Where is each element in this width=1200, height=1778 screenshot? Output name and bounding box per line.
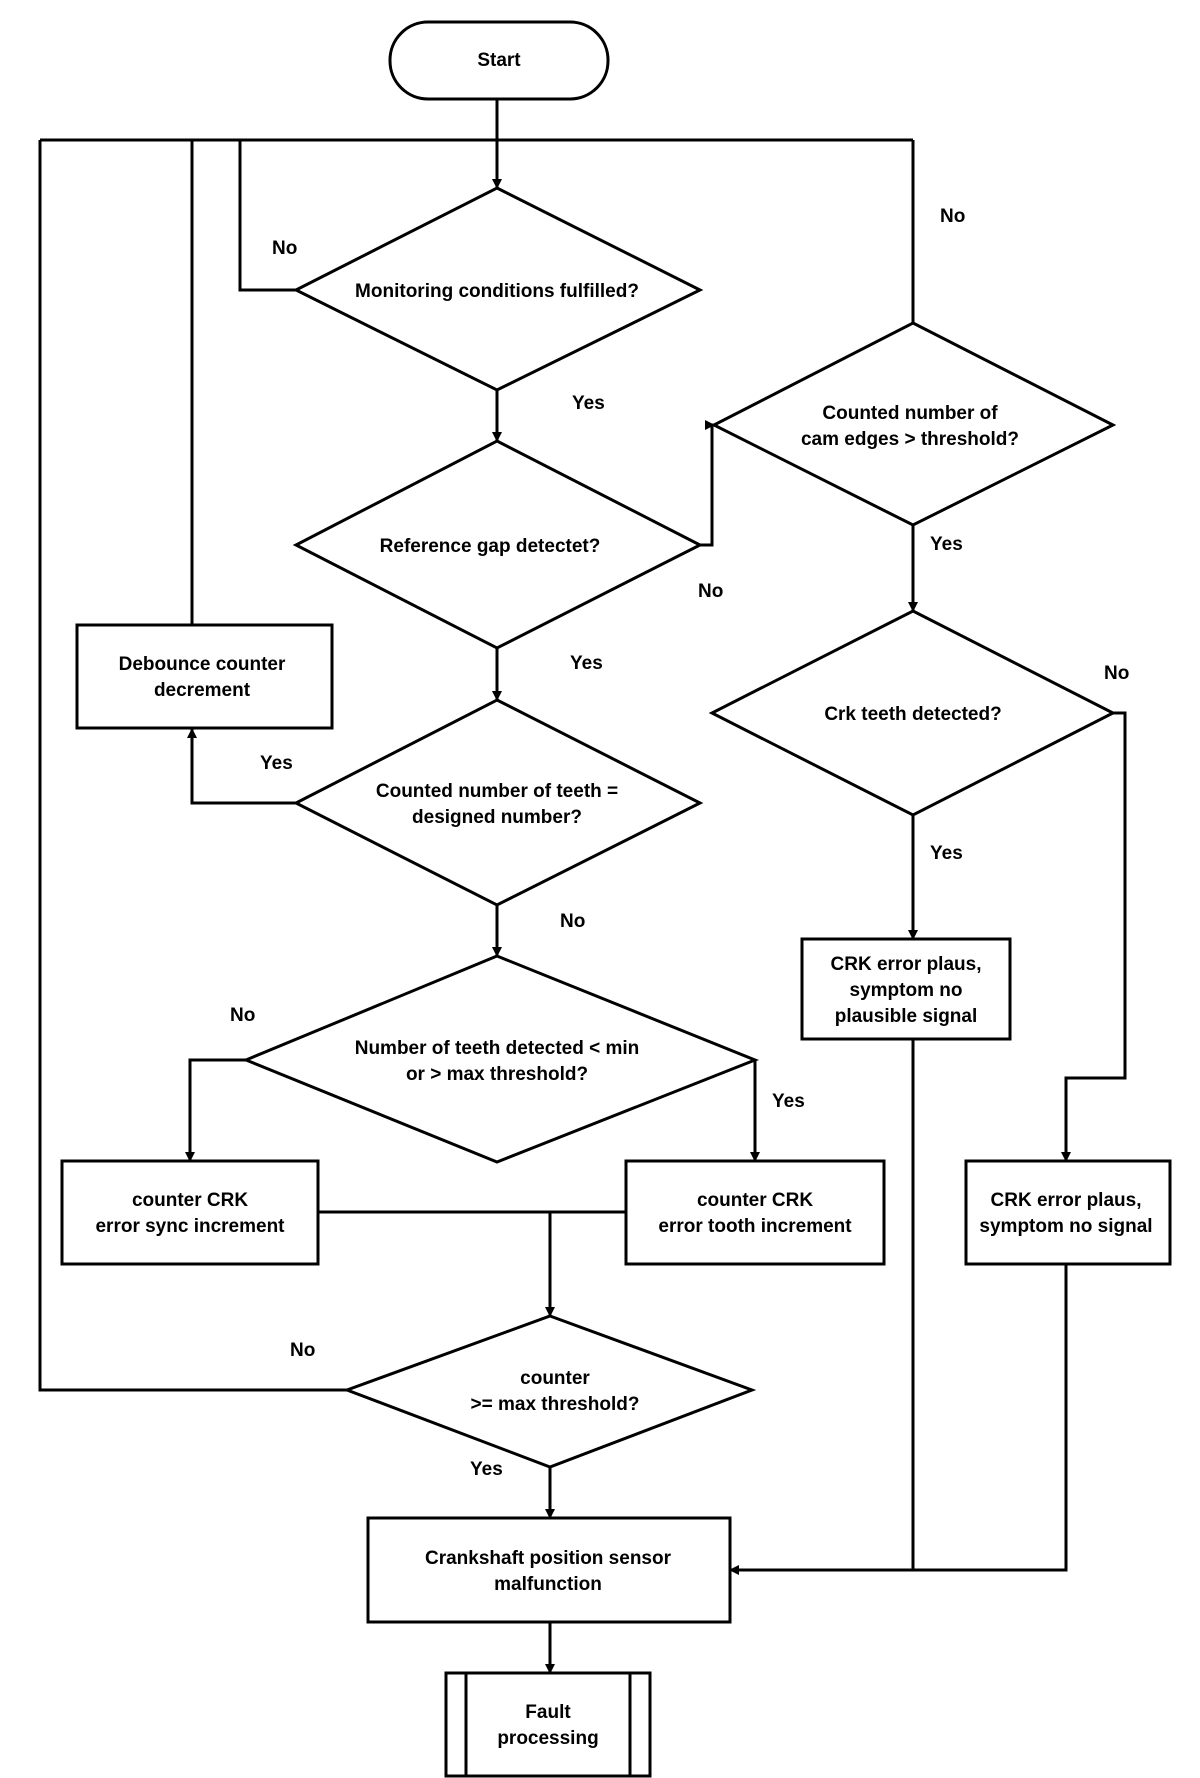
start-label: Start — [477, 50, 521, 71]
crk-no-plausible-box-text: CRK error plaus, symptom no plausible sign… — [831, 954, 982, 1027]
label-range-yes: Yes — [772, 1091, 805, 1112]
teeth-range-decision-text: Number of teeth detected < min or > max t… — [355, 1038, 640, 1085]
edge-signal-malfunction — [729, 1264, 1068, 1575]
debounce-box-text: Debounce counter decrement — [119, 654, 286, 701]
counter-tooth-box-text-line: counter CRK — [697, 1190, 813, 1211]
reference-gap-decision-text: Reference gap detectet? — [380, 536, 601, 557]
crk-no-signal-box-text-line: CRK error plaus, — [991, 1190, 1142, 1211]
counter-tooth-box-text-line: error tooth increment — [658, 1216, 852, 1237]
label-gap-no: No — [698, 581, 723, 602]
edge-monitoring-no — [238, 140, 296, 292]
label-crk-yes: Yes — [930, 843, 963, 864]
malfunction-box-text-line: Crankshaft position sensor — [425, 1548, 672, 1569]
counter-max-decision-text-line: counter — [520, 1368, 590, 1389]
crk-no-plausible-box-text-line: symptom no — [850, 980, 963, 1001]
debounce-box — [75, 623, 334, 730]
label-max-yes: Yes — [470, 1459, 503, 1480]
edge-teeth-eq-yes — [187, 728, 296, 805]
label-gap-yes: Yes — [570, 653, 603, 674]
teeth-range-decision — [242, 954, 760, 1164]
label-monitoring-yes: Yes — [572, 393, 605, 414]
counted-teeth-decision-text-line: designed number? — [412, 807, 582, 828]
monitoring-decision-text-line: Monitoring conditions fulfilled? — [355, 281, 639, 302]
fault-processing-box — [444, 1671, 652, 1778]
edge-max-no — [38, 140, 347, 1392]
label-teeth-eq-yes: Yes — [260, 753, 293, 774]
label-cam-yes: Yes — [930, 534, 963, 555]
debounce-box-text-line: Debounce counter — [119, 654, 286, 675]
crk-teeth-decision-text-line: Crk teeth detected? — [824, 704, 1001, 725]
crk-no-plausible-box-text-line: CRK error plaus, — [831, 954, 982, 975]
teeth-range-decision-text-line: Number of teeth detected < min — [355, 1038, 640, 1059]
crk-no-plausible-box — [800, 937, 1012, 1041]
reference-gap-decision — [292, 439, 704, 650]
teeth-range-decision-text-line: or > max threshold? — [406, 1064, 588, 1085]
crk-no-signal-box-text-line: symptom no signal — [979, 1216, 1152, 1237]
counter-tooth-box — [624, 1159, 886, 1266]
fault-processing-box-text-line: Fault — [525, 1702, 571, 1723]
counter-tooth-box-text: counter CRK error tooth increment — [658, 1190, 852, 1237]
connectors — [38, 99, 1127, 1674]
start-terminator — [388, 20, 610, 101]
crk-teeth-decision-text: Crk teeth detected? — [824, 704, 1001, 725]
monitoring-decision — [292, 186, 704, 392]
reference-gap-decision-text-line: Reference gap detectet? — [380, 536, 601, 557]
crk-no-signal-box — [964, 1159, 1172, 1266]
counter-sync-box-text: counter CRK error sync increment — [95, 1190, 285, 1237]
monitoring-decision-text: Monitoring conditions fulfilled? — [355, 281, 639, 302]
counted-teeth-decision — [292, 698, 704, 907]
label-max-no: No — [290, 1340, 315, 1361]
debounce-box-text-line: decrement — [154, 680, 251, 701]
counter-sync-box-text-line: error sync increment — [95, 1216, 285, 1237]
label-teeth-eq-no: No — [560, 911, 585, 932]
counter-sync-box-text-line: counter CRK — [132, 1190, 248, 1211]
crk-no-plausible-box-text-line: plausible signal — [835, 1006, 978, 1027]
counter-max-decision — [342, 1314, 757, 1469]
counter-sync-box — [60, 1159, 320, 1266]
label-range-no: No — [230, 1005, 255, 1026]
edge-range-no — [185, 1058, 246, 1162]
malfunction-box-text: Crankshaft position sensor malfunction — [425, 1548, 672, 1595]
label-crk-no: No — [1104, 663, 1129, 684]
counted-teeth-decision-text: Counted number of teeth = designed number… — [376, 781, 618, 828]
counter-max-decision-text: counter >= max threshold? — [471, 1368, 640, 1415]
fault-processing-box-text: Fault processing — [497, 1702, 598, 1749]
counted-teeth-decision-text-line: Counted number of teeth = — [376, 781, 618, 802]
label-cam-no: No — [940, 206, 965, 227]
malfunction-box — [366, 1516, 732, 1624]
crk-teeth-decision — [708, 609, 1117, 817]
label-monitoring-no: No — [272, 238, 297, 259]
malfunction-box-text-line: malfunction — [494, 1574, 602, 1595]
cam-edges-decision-text-line: Counted number of — [822, 403, 998, 424]
edge-gap-no — [700, 420, 715, 547]
counter-max-decision-text-line: >= max threshold? — [471, 1394, 640, 1415]
cam-edges-decision-text: Counted number of cam edges > threshold? — [801, 403, 1019, 450]
fault-processing-box-text-line: processing — [497, 1728, 598, 1749]
cam-edges-decision — [710, 321, 1117, 527]
edge-crk-no — [1061, 711, 1127, 1162]
cam-edges-decision-text-line: cam edges > threshold? — [801, 429, 1019, 450]
crk-no-signal-box-text: CRK error plaus, symptom no signal — [979, 1190, 1152, 1237]
